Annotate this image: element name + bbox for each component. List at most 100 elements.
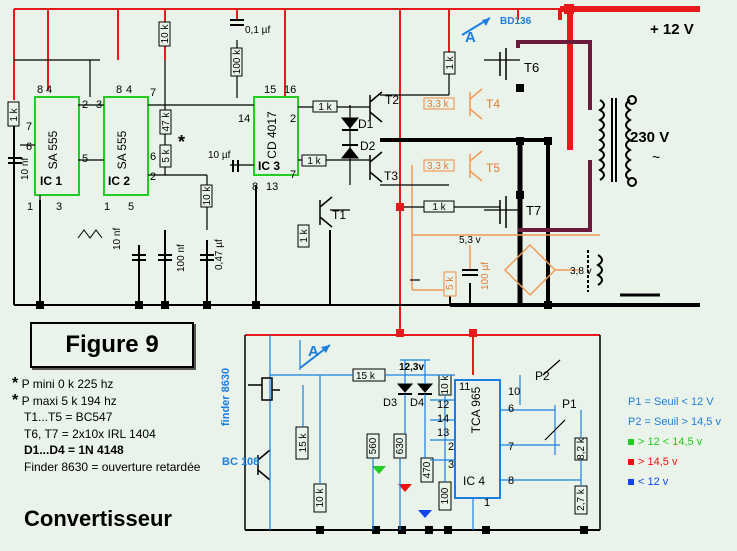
svg-text:13: 13 bbox=[437, 427, 449, 439]
leds bbox=[372, 466, 432, 518]
svg-text:6: 6 bbox=[150, 151, 156, 163]
ic4-name: TCA 965 bbox=[469, 386, 483, 433]
output-voltage: 230 V bbox=[630, 129, 669, 146]
t6-label: T6 bbox=[524, 60, 539, 75]
bd136-label: BD136 bbox=[500, 16, 532, 27]
pot-arrows bbox=[542, 359, 566, 441]
r15-label: 15 k bbox=[298, 433, 309, 453]
voltage-labels: 5,3 v 3,8 v 12,3v bbox=[399, 235, 592, 373]
ic4-ref: IC 4 bbox=[463, 474, 485, 488]
ic1-name: SA 555 bbox=[46, 130, 60, 169]
r14-label: 15 k bbox=[356, 371, 376, 382]
svg-text:7: 7 bbox=[508, 441, 514, 453]
svg-text:2: 2 bbox=[150, 171, 156, 183]
ic4-box bbox=[454, 379, 501, 499]
d4-label: D4 bbox=[410, 397, 424, 409]
legend-red: > 14,5 v bbox=[638, 456, 678, 468]
r2-label: 10 k bbox=[160, 24, 171, 44]
r5-label: 10 k bbox=[202, 186, 213, 206]
svg-text:13: 13 bbox=[266, 181, 278, 193]
t1-label: T1 bbox=[332, 208, 346, 222]
marker-a-bottom: A bbox=[308, 343, 319, 360]
ic2-name: SA 555 bbox=[115, 130, 129, 169]
supply-nodes bbox=[396, 4, 574, 337]
svg-text:7: 7 bbox=[150, 87, 156, 99]
ic3-name: CD 4017 bbox=[265, 111, 279, 159]
ic1-ref: IC 1 bbox=[40, 174, 62, 188]
r7-label: 1 k bbox=[307, 156, 321, 167]
ground-rail bbox=[13, 120, 700, 531]
d3-label: D3 bbox=[383, 397, 397, 409]
svg-text:1: 1 bbox=[484, 497, 490, 509]
r3-label: 100 k bbox=[232, 49, 243, 74]
d1-label: D1 bbox=[358, 117, 374, 131]
t2-label: T2 bbox=[385, 93, 399, 107]
control-wiring bbox=[269, 335, 582, 530]
marker-a-top: A bbox=[465, 29, 476, 46]
supply-voltage: + 12 V bbox=[650, 21, 694, 38]
svg-text:11: 11 bbox=[459, 381, 470, 393]
svg-text:14: 14 bbox=[437, 413, 449, 425]
note-transistors-power: T6, T7 = 2x10x IRL 1404 bbox=[24, 426, 156, 441]
aux-voltage: 3,8 v bbox=[570, 266, 592, 277]
threshold-legend: P1 = Seuil < 12 V P2 = Seuil > 14,5 v > … bbox=[628, 392, 721, 492]
note-diodes: D1...D4 = 1N 4148 bbox=[24, 443, 124, 457]
legend-green: > 12 < 14,5 v bbox=[638, 436, 703, 448]
orange-labels: 3,3 k 3,3 k T4 T5 5 k 100 µf bbox=[427, 97, 500, 290]
r21-label: 100 bbox=[440, 487, 451, 504]
r11-label: 3,3 k bbox=[427, 99, 450, 110]
t4-label: T4 bbox=[486, 97, 500, 111]
d2-label: D2 bbox=[360, 139, 376, 153]
svg-text:3: 3 bbox=[96, 99, 102, 111]
r8-label: 1 k bbox=[299, 228, 310, 242]
c2-label: 10 nf bbox=[112, 228, 123, 250]
orange-transistors bbox=[469, 88, 483, 182]
t5-label: T5 bbox=[486, 161, 500, 175]
c3-label: 100 nf bbox=[176, 244, 187, 272]
legend-blue-row: < 12 v bbox=[628, 472, 721, 492]
svg-text:6: 6 bbox=[508, 403, 514, 415]
legend-p2: P2 = Seuil > 14,5 v bbox=[628, 416, 721, 428]
c5-label: 0,1 µf bbox=[245, 25, 270, 36]
r16-label: 10 k bbox=[315, 488, 326, 508]
waveform-sketch bbox=[77, 229, 103, 239]
ic-boxes bbox=[34, 96, 299, 196]
svg-text:2: 2 bbox=[290, 113, 296, 125]
figure-title: Figure 9 bbox=[30, 322, 194, 368]
supply-rail bbox=[13, 6, 700, 375]
legend-p1: P1 = Seuil < 12 V bbox=[628, 396, 714, 408]
green-square-icon bbox=[628, 439, 634, 445]
r4-label: 47 k bbox=[161, 112, 172, 132]
component-labels: 1 k 10 k 100 k 47 k 5 k 10 k 1 k 1 k 1 k… bbox=[9, 24, 541, 272]
note-relay: Finder 8630 = ouverture retardée bbox=[24, 459, 201, 474]
svg-text:5: 5 bbox=[128, 201, 134, 213]
note-transistors-small: T1...T5 = BC547 bbox=[24, 410, 113, 424]
svg-text:~: ~ bbox=[652, 149, 660, 165]
svg-text:8: 8 bbox=[37, 84, 43, 96]
svg-text:2: 2 bbox=[82, 99, 88, 111]
r19-label: 470 bbox=[422, 461, 433, 478]
pot-label: 5 k bbox=[161, 148, 172, 162]
legend-blue: < 12 v bbox=[638, 476, 669, 488]
r1-label: 1 k bbox=[9, 107, 20, 121]
note-pmin-text: P mini 0 k 225 hz bbox=[21, 377, 114, 391]
ic2-ref: IC 2 bbox=[108, 174, 130, 188]
svg-text:10: 10 bbox=[508, 386, 520, 398]
c1-label: 10 nf bbox=[20, 158, 31, 180]
legend-red-row: > 14,5 v bbox=[628, 452, 721, 472]
transistors bbox=[257, 48, 507, 481]
blue-square-icon bbox=[628, 479, 634, 485]
svg-text:1: 1 bbox=[27, 201, 33, 213]
pot-star: * bbox=[178, 132, 185, 152]
r9-label: 1 k bbox=[445, 55, 456, 69]
note-pmax: * P maxi 5 k 194 hz bbox=[12, 391, 117, 409]
r12-label: 3,3 k bbox=[427, 161, 450, 172]
t7-label: T7 bbox=[526, 203, 541, 218]
svg-text:14: 14 bbox=[238, 113, 250, 125]
note-pmin: * P mini 0 k 225 hz bbox=[12, 375, 114, 392]
c4-label: 0,47 µf bbox=[214, 239, 225, 270]
r22-label: 8,2 k bbox=[576, 437, 587, 460]
note-pmax-text: P maxi 5 k 194 hz bbox=[21, 393, 117, 408]
svg-text:8: 8 bbox=[252, 181, 258, 193]
